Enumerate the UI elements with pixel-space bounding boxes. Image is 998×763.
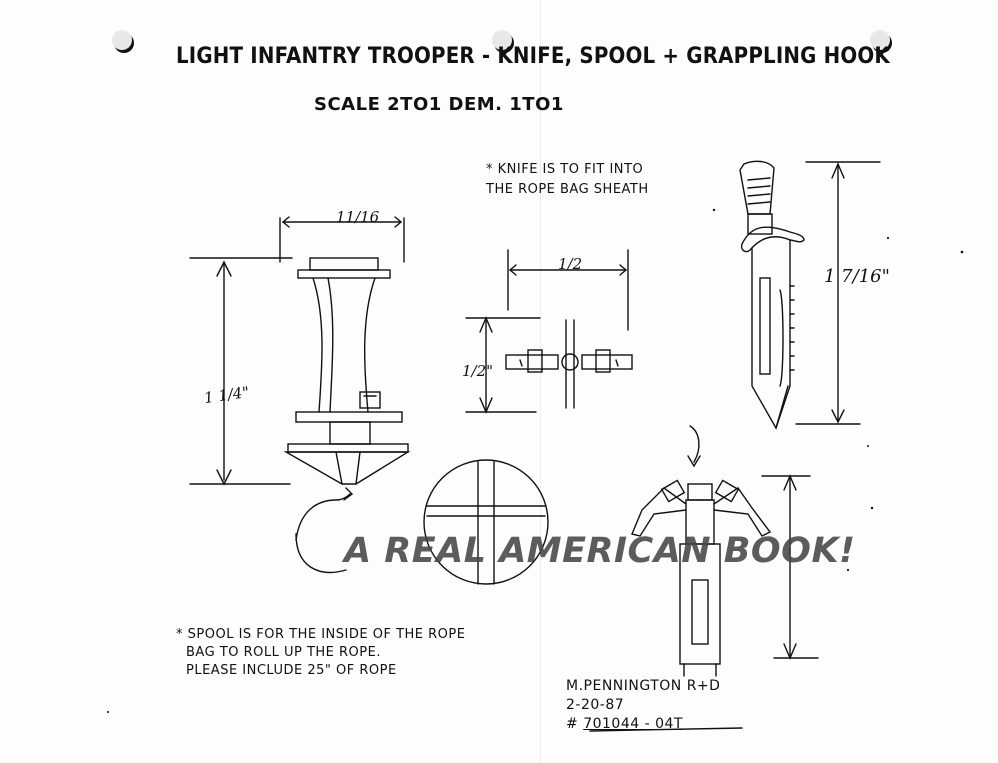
hook-top-view bbox=[465, 249, 633, 414]
spool-note: * SPOOL IS FOR THE INSIDE OF THE ROPE BA… bbox=[176, 626, 465, 680]
signature-block: M.PENNINGTON R+D 2-20-87 # 701044 - 04T bbox=[566, 677, 720, 734]
binder-hole-center bbox=[492, 30, 512, 50]
knife-height-label: 1 7/16" bbox=[824, 266, 890, 287]
hook-height-label: 1/2" bbox=[462, 362, 494, 380]
drawing-date: 2-20-87 bbox=[566, 697, 625, 713]
binder-hole-right bbox=[870, 30, 890, 50]
knife-drawing bbox=[739, 160, 881, 430]
spool-drawing bbox=[189, 216, 411, 574]
knife-note-line-1: * KNIFE IS TO FIT INTO bbox=[486, 162, 644, 177]
scale-note: SCALE 2TO1 DEM. 1TO1 bbox=[314, 94, 564, 115]
part-number-prefix: # bbox=[566, 716, 579, 732]
part-number: 701044 - 04T bbox=[583, 716, 683, 732]
page-fold bbox=[540, 0, 541, 763]
page-title: LIGHT INFANTRY TROOPER - KNIFE, SPOOL + … bbox=[176, 44, 890, 69]
hook-width-label: 1/2 bbox=[558, 255, 583, 273]
part-number-line: # 701044 - 04T bbox=[566, 715, 720, 734]
spool-note-line-3: PLEASE INCLUDE 25" OF ROPE bbox=[186, 663, 397, 678]
paper-specks bbox=[107, 208, 964, 713]
spool-note-line-1: * SPOOL IS FOR THE INSIDE OF THE ROPE bbox=[176, 627, 466, 642]
designer-name: M.PENNINGTON R+D bbox=[566, 678, 721, 694]
spool-end-view bbox=[423, 459, 549, 585]
watermark-text: A REAL AMERICAN BOOK! bbox=[344, 531, 856, 571]
knife-note: * KNIFE IS TO FIT INTO THE ROPE BAG SHEA… bbox=[486, 160, 649, 200]
binder-hole-left bbox=[112, 30, 132, 50]
part-number-underline bbox=[589, 727, 743, 732]
grappling-hook-drawing bbox=[631, 425, 819, 677]
knife-note-line-2: THE ROPE BAG SHEATH bbox=[486, 182, 649, 197]
spool-note-line-2: BAG TO ROLL UP THE ROPE. bbox=[186, 645, 381, 660]
